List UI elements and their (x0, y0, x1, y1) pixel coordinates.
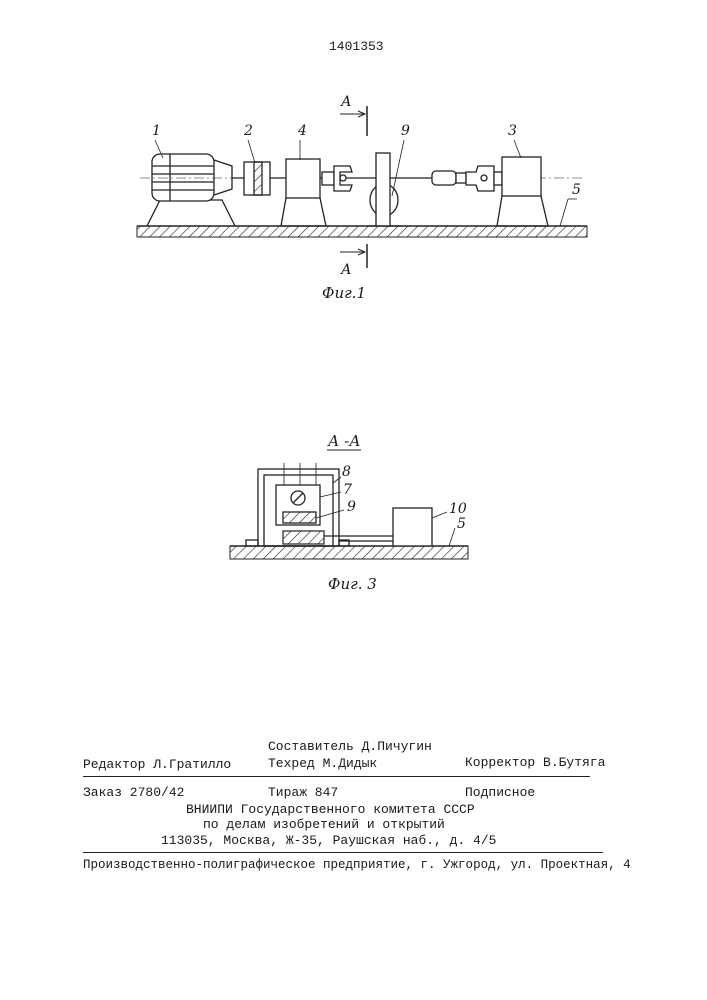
corrector-line: Корректор В.Бутяга (465, 756, 605, 770)
printer-line: Производственно-полиграфическое предприя… (83, 858, 631, 872)
editor-line: Редактор Л.Гратилло (83, 758, 231, 772)
figure-3-drawing (0, 0, 707, 620)
callout-10: 10 (449, 502, 467, 516)
circulation-line: Тираж 847 (268, 786, 338, 800)
callout-7: 7 (343, 483, 352, 497)
subscription-line: Подписное (465, 786, 535, 800)
rule-2 (83, 852, 603, 853)
inner-frame (276, 485, 320, 525)
drive-block (393, 508, 432, 546)
techred-line: Техред М.Дидык (268, 757, 377, 771)
figure-3-section-title: А -А (328, 434, 361, 448)
org-line-1: ВНИИПИ Государственного комитета СССР (186, 803, 475, 817)
foundation-base-section (230, 546, 468, 559)
figure-3-caption: Фиг. 3 (328, 577, 377, 591)
gear-rack (283, 531, 324, 544)
org-line-2: по делам изобретений и открытий (203, 818, 445, 832)
org-address: 113035, Москва, Ж-35, Раушская наб., д. … (161, 834, 496, 848)
order-line: Заказ 2780/42 (83, 786, 184, 800)
compiler-line: Составитель Д.Пичугин (268, 740, 432, 754)
callout-9-section: 9 (347, 500, 356, 514)
callout-5-section: 5 (457, 517, 466, 531)
callout-8: 8 (342, 465, 351, 479)
rule-1 (83, 776, 590, 777)
rail (324, 536, 393, 541)
